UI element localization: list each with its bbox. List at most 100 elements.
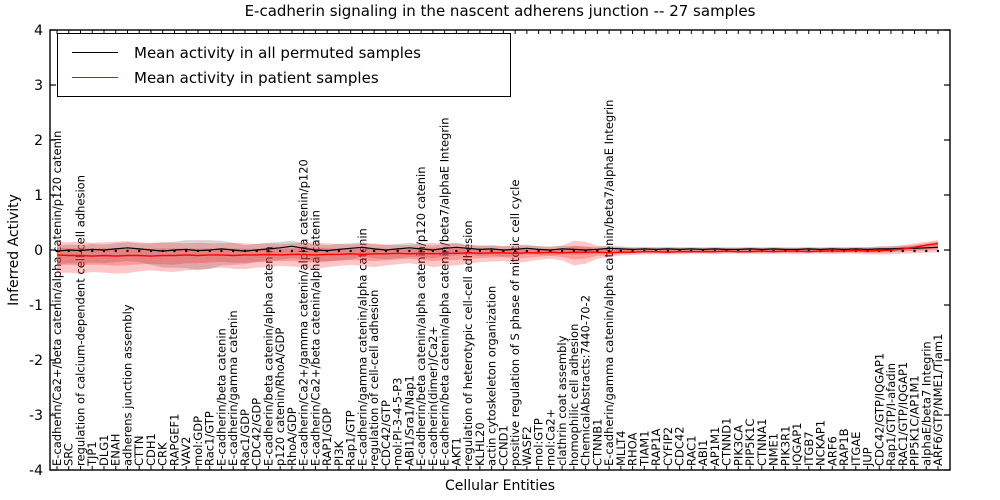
zero-dotted-line xyxy=(936,249,940,253)
x-category-label: DLG1 xyxy=(97,435,111,467)
x-category-label: NCKAP1 xyxy=(814,420,828,466)
x-category-label: JUP xyxy=(861,447,875,467)
legend-label-patient: Mean activity in patient samples xyxy=(134,68,379,87)
x-category-label: SRC xyxy=(62,443,76,466)
zero-dotted-line xyxy=(901,249,904,253)
x-category-label: NME1 xyxy=(767,433,781,466)
y-tick-label: 4 xyxy=(34,23,43,39)
x-category-label: clathrin coat assembly xyxy=(555,335,569,466)
x-category-label: ARF6 xyxy=(825,436,839,466)
x-category-label: E-cadherin/gamma catenin/alpha catenin xyxy=(355,228,369,466)
y-tick-label: -1 xyxy=(29,298,43,314)
x-category-label: TJP1 xyxy=(85,441,99,467)
x-category-label: CTNND1 xyxy=(720,418,734,466)
x-category-label: E-cadherin/Ca2+/gamma catenin/alpha cate… xyxy=(297,159,311,466)
x-category-label: CDC42/GDP xyxy=(250,398,264,466)
patient-band-inner xyxy=(57,241,938,266)
zero-dotted-line xyxy=(220,249,223,253)
zero-dotted-line xyxy=(396,249,399,253)
x-category-label: ABI1/Sra1/Nap1 xyxy=(402,375,416,466)
x-category-label: PIP5K1C/AP1M1 xyxy=(908,375,922,466)
chart-title: E-cadherin signaling in the nascent adhe… xyxy=(244,2,756,20)
zero-dotted-line xyxy=(361,249,364,253)
x-category-label: RAP1/GDP xyxy=(320,408,334,466)
zero-dotted-line xyxy=(466,249,470,253)
x-category-label: E-cadherin/beta catenin xyxy=(214,328,228,466)
x-category-label: RAP1A xyxy=(649,428,663,466)
x-category-label: CTTN xyxy=(132,436,146,466)
y-tick-label: 3 xyxy=(34,78,43,94)
x-category-label: ChemicalAbstracts:7440-70-2 xyxy=(579,295,593,466)
x-category-label: RAPGEF1 xyxy=(167,414,181,466)
zero-dotted-line xyxy=(525,249,529,253)
zero-dotted-line xyxy=(185,249,188,253)
x-category-label: E-cadherin/gamma catenin xyxy=(226,310,240,466)
zero-dotted-line xyxy=(419,249,423,253)
x-category-label: p120 catenin/RhoA/GDP xyxy=(273,328,287,466)
x-axis-label: Cellular Entities xyxy=(444,478,556,494)
y-tick-label: 0 xyxy=(34,243,43,259)
x-category-label: RAC1 xyxy=(684,435,698,466)
x-category-label: regulation of heterotypic cell-cell adhe… xyxy=(461,220,475,466)
x-category-label: CDC42/GTP xyxy=(379,400,393,466)
zero-dotted-line xyxy=(302,249,305,253)
x-category-label: VAV2 xyxy=(179,437,193,466)
zero-dotted-line xyxy=(267,249,270,253)
legend-label-permuted: Mean activity in all permuted samples xyxy=(134,43,421,62)
x-category-label: TIAM1 xyxy=(637,430,651,467)
x-category-label: RAP1B xyxy=(837,428,851,466)
x-category-label: Rac1/GTP xyxy=(203,411,217,466)
zero-dotted-line xyxy=(607,249,611,253)
zero-dotted-line xyxy=(443,249,446,253)
y-tick-label: -4 xyxy=(29,463,43,479)
zero-dotted-line xyxy=(91,249,94,253)
x-category-label: AKT1 xyxy=(449,437,463,466)
zero-dotted-line xyxy=(513,249,517,253)
zero-dotted-line xyxy=(560,249,564,253)
zero-dotted-line xyxy=(349,249,352,253)
zero-dotted-line xyxy=(455,249,458,253)
x-category-label: E-cadherin/beta catenin/alpha catenin/be… xyxy=(438,117,452,466)
legend-entry-permuted: Mean activity in all permuted samples xyxy=(58,44,510,62)
x-category-label: RAC1/GTP/IQGAP1 xyxy=(896,362,910,466)
zero-dotted-line xyxy=(913,249,916,253)
x-category-label: E-cadherin/beta catenin/alpha catenin/p1… xyxy=(414,167,428,467)
x-category-label: alphaE/beta7 Integrin xyxy=(919,341,933,466)
x-category-label: AP1M1 xyxy=(708,427,722,466)
zero-dotted-line xyxy=(114,249,117,253)
zero-dotted-line xyxy=(490,249,493,253)
zero-dotted-line xyxy=(337,249,341,253)
x-category-label: IQGAP1 xyxy=(790,423,804,466)
x-category-label: actin cytoskeleton organization xyxy=(485,286,499,466)
x-category-label: MLLT4 xyxy=(614,431,628,467)
x-category-label: Rap1/GTP xyxy=(344,410,358,466)
x-category-label: regulation of calcium-dependent cell-cel… xyxy=(73,175,87,466)
zero-dotted-line xyxy=(290,249,294,253)
x-category-label: homophilic cell adhesion xyxy=(567,324,581,466)
x-category-label: mol:GDP xyxy=(191,416,205,466)
patient-mean-line xyxy=(56,242,939,257)
permuted-mean-line xyxy=(56,245,939,252)
x-category-label: E-cadherin/Ca2+/beta catenin/alpha caten… xyxy=(50,131,64,466)
x-category-label: CDC42 xyxy=(673,426,687,466)
x-category-label: Rap1/GTP/I-afadin xyxy=(884,363,898,466)
zero-dotted-line xyxy=(126,249,129,253)
x-category-label: KLHL20 xyxy=(473,422,487,466)
zero-dotted-line xyxy=(372,249,376,253)
x-category-label: mol:GTP xyxy=(532,418,546,466)
x-category-label: ABI1 xyxy=(696,440,710,466)
x-category-label: CCND1 xyxy=(496,425,510,466)
x-category-label: RhoA/GDP xyxy=(285,407,299,466)
x-category-label: PI3K xyxy=(332,440,346,466)
legend-line-patient-icon xyxy=(72,77,118,78)
x-category-label: E-cadherin(dimer)/Ca2+ xyxy=(426,326,440,466)
x-category-label: CDH1 xyxy=(144,433,158,466)
x-category-label: adherens junction assembly xyxy=(120,304,134,466)
x-category-label: ITGB7 xyxy=(802,431,816,466)
zero-dotted-line xyxy=(138,249,141,253)
x-category-label: ENAH xyxy=(109,434,123,466)
y-tick-label: -3 xyxy=(29,408,43,424)
x-category-label: RHOA xyxy=(626,433,640,466)
legend: Mean activity in all permuted samples Me… xyxy=(57,33,511,97)
